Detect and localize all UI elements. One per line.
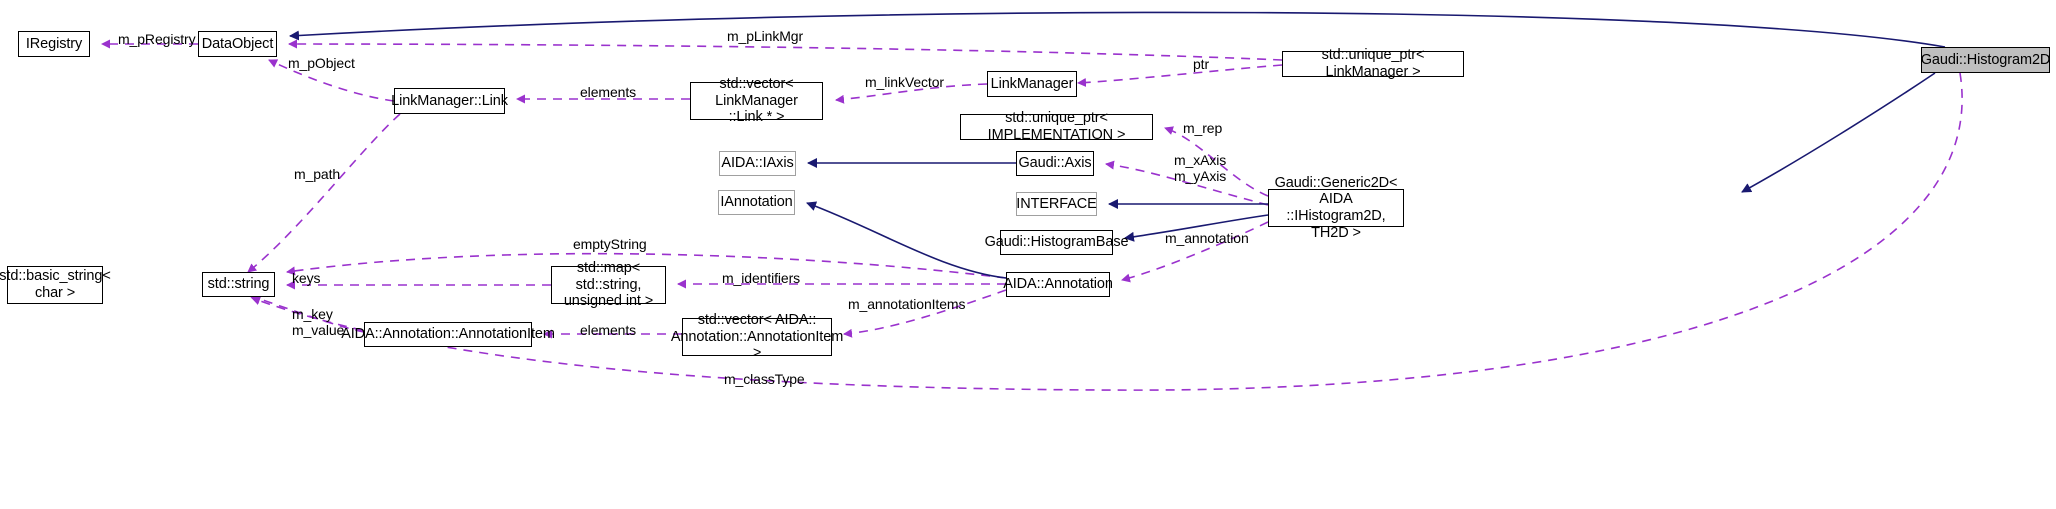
node-unique-ptr-implementation[interactable]: std::unique_ptr< IMPLEMENTATION > xyxy=(960,110,1153,143)
edge-m_path xyxy=(247,113,401,273)
node-linkmanager[interactable]: LinkManager xyxy=(987,71,1077,97)
node-gaudi-histogrambase[interactable]: Gaudi::HistogramBase xyxy=(985,230,1129,255)
edge-label-elements-lower: elements xyxy=(580,322,637,338)
edge-label-emptyString: emptyString xyxy=(573,236,647,252)
node-vector-linkmanager-link[interactable]: std::vector< LinkManager ::Link * > xyxy=(690,76,823,125)
edge-label-m_key-m_value: m_key m_value xyxy=(292,306,345,339)
edge-label-m_identifiers: m_identifiers xyxy=(722,270,801,286)
edge-label-elements-upper: elements xyxy=(580,84,637,100)
edge-inherit-dataobject xyxy=(289,11,1946,48)
edge-label-m_pObject: m_pObject xyxy=(288,55,355,71)
edge-inherit-generic2d xyxy=(1741,72,1936,193)
edge-m_pLinkMgr xyxy=(288,39,1283,61)
node-dataobject[interactable]: DataObject xyxy=(198,31,277,57)
edge-label-m_annotation: m_annotation xyxy=(1165,230,1249,246)
edge-label-ptr: ptr xyxy=(1193,56,1210,72)
edge-ptr xyxy=(1077,64,1283,88)
edge-label-m_annotationItems: m_annotationItems xyxy=(848,296,966,312)
node-vector-annotation-item[interactable]: std::vector< AIDA:: Annotation::Annotati… xyxy=(670,312,844,362)
node-gaudi-generic2d[interactable]: Gaudi::Generic2D< AIDA ::IHistogram2D, T… xyxy=(1268,175,1404,241)
edge-label-m_pRegistry: m_pRegistry xyxy=(118,31,196,47)
node-aida-iaxis[interactable]: AIDA::IAxis xyxy=(719,151,796,176)
node-interface[interactable]: INTERFACE xyxy=(1016,192,1097,216)
edge-label-m_path: m_path xyxy=(294,166,341,182)
edge-inherit-iannotation xyxy=(806,201,1007,279)
node-aida-annotation[interactable]: AIDA::Annotation xyxy=(1003,272,1113,297)
node-annotation-item[interactable]: AIDA::Annotation::AnnotationItem xyxy=(341,322,555,347)
node-linkmanager-link[interactable]: LinkManager::Link xyxy=(391,88,508,114)
node-iregistry[interactable]: IRegistry xyxy=(18,31,90,57)
edge-label-keys: keys xyxy=(292,270,321,286)
node-std-string[interactable]: std::string xyxy=(202,272,275,297)
node-gaudi-axis[interactable]: Gaudi::Axis xyxy=(1016,151,1094,176)
node-iannotation[interactable]: IAnnotation xyxy=(718,190,795,215)
node-std-basic-string[interactable]: std::basic_string< char > xyxy=(0,266,111,304)
edge-label-m_rep: m_rep xyxy=(1183,120,1223,136)
edge-label-m_linkVector: m_linkVector xyxy=(865,74,944,90)
node-gaudi-histogram2d[interactable]: Gaudi::Histogram2D xyxy=(1921,47,2050,73)
node-unique-ptr-linkmanager[interactable]: std::unique_ptr< LinkManager > xyxy=(1282,47,1464,80)
edge-label-m_classType: m_classType xyxy=(724,371,805,387)
node-std-map[interactable]: std::map< std::string, unsigned int > xyxy=(551,260,666,309)
edge-label-m_pLinkMgr: m_pLinkMgr xyxy=(727,28,804,44)
edge-label-m_xAxis-m_yAxis: m_xAxis m_yAxis xyxy=(1174,152,1227,185)
